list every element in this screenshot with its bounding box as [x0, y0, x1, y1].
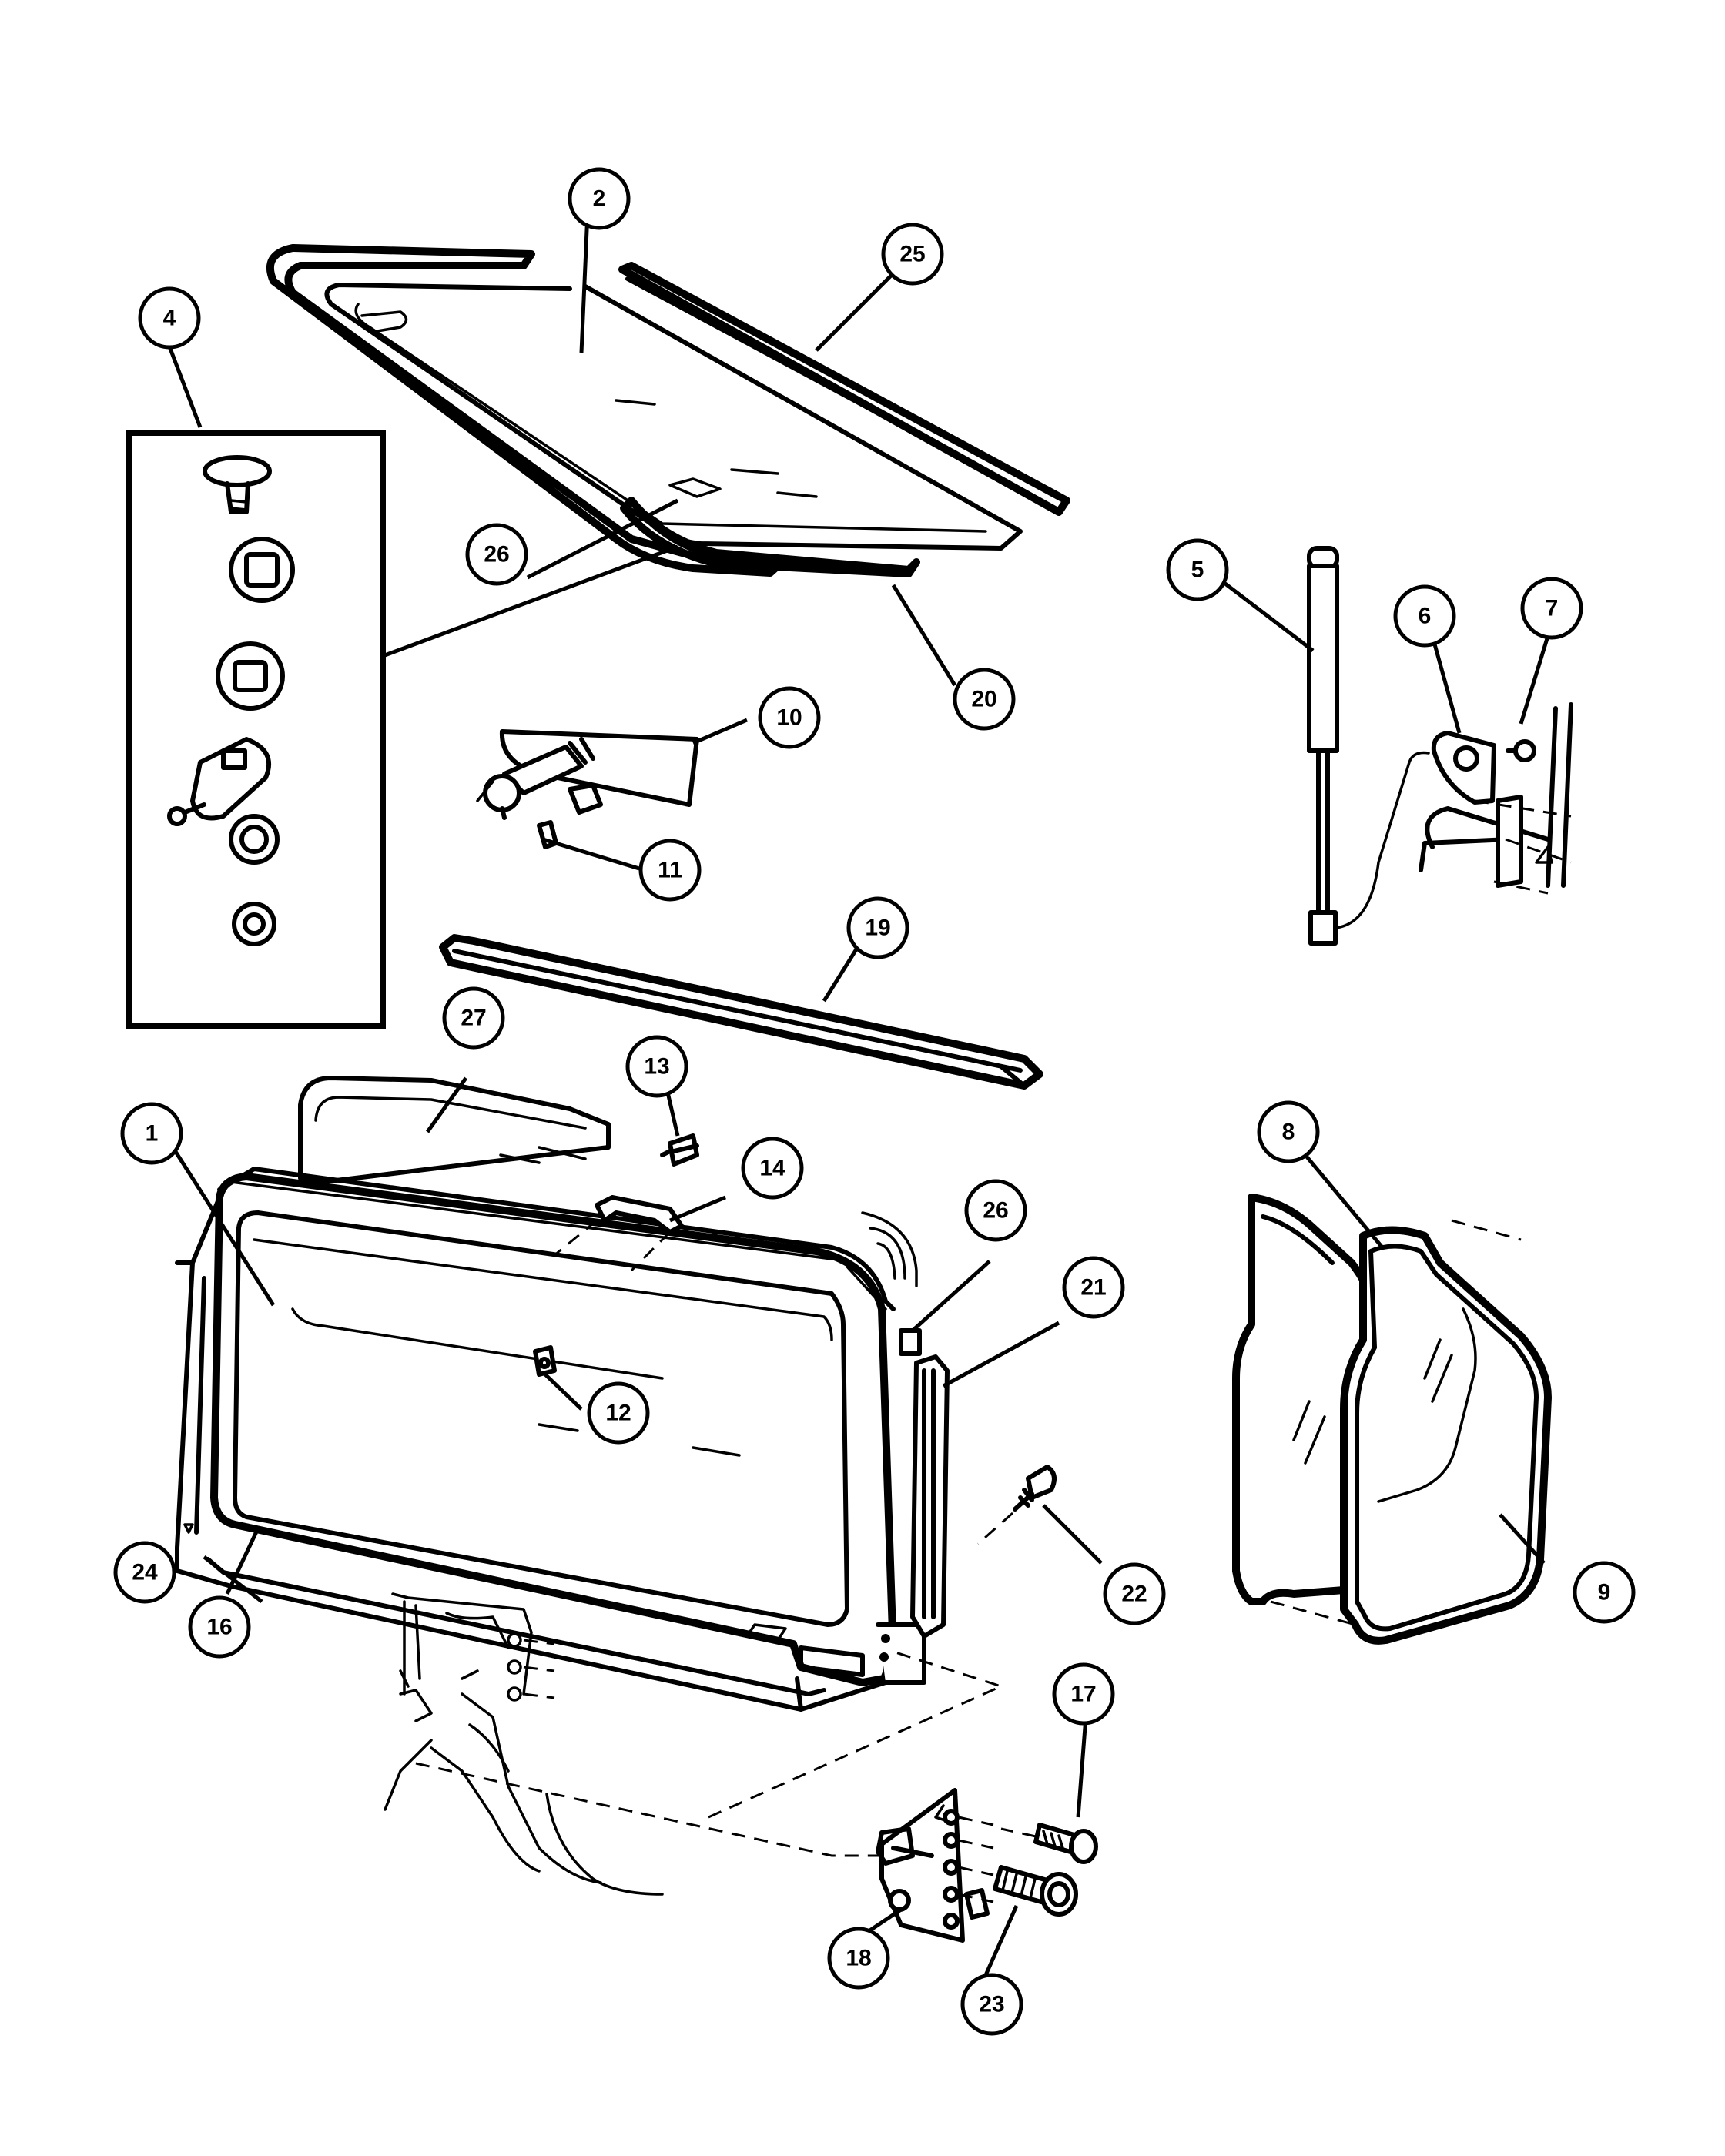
- callout-11: 11: [638, 839, 702, 902]
- callout-14: 14: [741, 1137, 804, 1200]
- part-18-header-rail: [439, 934, 1043, 1090]
- svg-text:13: 13: [644, 1054, 669, 1080]
- callout-4: 4: [138, 286, 201, 350]
- part-6-7-bracket: [1419, 702, 1573, 895]
- svg-text:12: 12: [605, 1401, 631, 1426]
- callout-2: 2: [568, 167, 631, 230]
- leader-4-kit: [382, 544, 678, 658]
- svg-text:26: 26: [983, 1198, 1008, 1224]
- callout-23: 24: [113, 1541, 176, 1604]
- svg-text:1: 1: [146, 1121, 159, 1147]
- callout-6: 6: [1393, 584, 1456, 648]
- callout-20: 21: [1062, 1256, 1125, 1319]
- callouts: 2 25 4 26 20 5 6 7 10 11 19 27 13 1 14 8…: [113, 167, 1636, 2036]
- svg-text:7: 7: [1546, 596, 1559, 621]
- callout-27: 27: [442, 986, 505, 1050]
- callout-10: 10: [758, 686, 821, 749]
- svg-text:10: 10: [776, 705, 802, 731]
- svg-text:26: 26: [484, 542, 509, 567]
- callout-26: 26: [964, 1179, 1027, 1242]
- svg-text:2: 2: [593, 186, 606, 212]
- callout-13: 13: [625, 1035, 688, 1098]
- callout-18: 19: [846, 896, 909, 959]
- svg-text:24: 24: [132, 1560, 158, 1585]
- svg-text:25: 25: [899, 242, 925, 267]
- tub-hinge-area: [384, 1592, 1005, 1896]
- svg-text:4: 4: [163, 306, 176, 331]
- part-13-screw: [660, 1133, 699, 1167]
- svg-text:16: 16: [206, 1615, 232, 1640]
- svg-text:23: 23: [979, 1992, 1004, 2017]
- part-19-lower-seal: [620, 497, 920, 578]
- callout-8: 8: [1257, 1100, 1320, 1163]
- callout-25: 26: [465, 523, 528, 586]
- callout-5: 5: [1166, 538, 1229, 601]
- part-5-gas-strut: [1307, 546, 1430, 946]
- part-1-rear-body: [175, 1167, 926, 1712]
- callout-16: 17: [1052, 1662, 1115, 1726]
- svg-text:27: 27: [461, 1006, 486, 1031]
- part-9-side-seal: [1270, 1219, 1552, 1645]
- part-22-bolt: [993, 1865, 1078, 1917]
- part-14-bracket: [554, 1195, 684, 1272]
- callout-19: 20: [953, 668, 1016, 731]
- svg-text:6: 6: [1419, 604, 1432, 629]
- svg-text:20: 20: [971, 687, 996, 712]
- part-2-upper-glass: [266, 244, 1023, 577]
- callout-1: 1: [120, 1102, 183, 1165]
- callout-7: 7: [1520, 577, 1583, 640]
- svg-text:5: 5: [1191, 557, 1204, 583]
- part-4-fastener-kit: [126, 430, 386, 1029]
- part-20-weatherstrip: [910, 1354, 950, 1639]
- part-17-hinge: [876, 1788, 994, 1943]
- svg-text:17: 17: [1070, 1682, 1096, 1707]
- callout-9: 9: [1573, 1561, 1636, 1624]
- callout-21: 22: [1103, 1562, 1166, 1625]
- svg-text:21: 21: [1080, 1275, 1106, 1301]
- svg-text:8: 8: [1282, 1120, 1295, 1145]
- svg-text:18: 18: [846, 1946, 871, 1971]
- callout-17: 18: [827, 1927, 890, 1990]
- svg-text:22: 22: [1121, 1582, 1147, 1607]
- part-26-clip: [899, 1328, 922, 1356]
- svg-text:14: 14: [759, 1156, 785, 1181]
- part-27-rear-frame: [298, 1076, 918, 1287]
- part-21-screw: [977, 1465, 1057, 1545]
- part-10-11-latch: [476, 729, 699, 849]
- leader-lines: [166, 212, 1550, 1977]
- callout-15: 16: [188, 1595, 251, 1659]
- part-24-seal-strip: [618, 262, 1070, 516]
- svg-text:9: 9: [1598, 1580, 1611, 1605]
- callout-24: 25: [881, 223, 944, 286]
- callout-12: 12: [587, 1381, 650, 1445]
- svg-text:11: 11: [658, 858, 682, 883]
- svg-text:19: 19: [865, 916, 890, 941]
- part-16-bolt: [1000, 1823, 1098, 1864]
- callout-22: 23: [960, 1973, 1023, 2036]
